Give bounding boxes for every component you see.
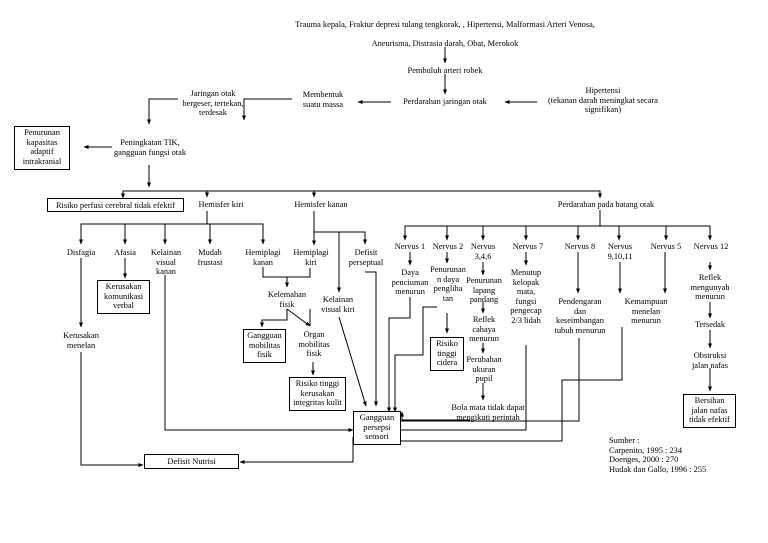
pendengaran: Pendengaran dan keseimbangan tubuh menur…	[554, 297, 606, 335]
nervus-3-4-6: Nervus 3,4,6	[470, 242, 496, 261]
jaringan-otak-bergeser: Jaringan otak bergeser, tertekan, terdes…	[182, 89, 244, 118]
perdarahan-jaringan-otak: Perdarahan jaringan otak	[403, 97, 487, 106]
bola-mata: Bola mata tidak dapat mengikuti perintah	[451, 403, 525, 422]
causes-text: Trauma kepala, Fraktur depresi tulang te…	[295, 20, 595, 48]
reflek-cahaya: Reflek cahaya menurun	[469, 315, 499, 344]
hipertensi-node: Hipertensi (tekanan darah meningkat seca…	[548, 86, 658, 115]
risiko-perfusi-box: Risiko perfusi cerebral tidak efektif	[47, 198, 184, 212]
obstruksi-jalan-nafas: Obstruksi jalan nafas	[691, 351, 729, 370]
risiko-tinggi-cidera-box: Risiko tinggi cidera	[430, 337, 464, 371]
kelemahan-fisik: Kelemahan fisik	[267, 290, 307, 309]
source-item: Doenges, 2000 : 270	[609, 455, 679, 465]
nervus-1: Nervus 1	[394, 242, 426, 251]
nervus-12: Nervus 12	[693, 242, 729, 251]
perubahan-pupil: Perubahan ukuran pupil	[466, 355, 502, 384]
nervus-9-10-11: Nervus 9,10,11	[607, 242, 633, 261]
menutup-kelopak: Menutup kelopak mata, fungsi pengecap 2/…	[510, 268, 542, 325]
perdarahan-batang-otak: Perdarahan pada batang otak	[557, 200, 655, 209]
disfagia: Disfagia	[66, 248, 96, 257]
source-item: Carpenito, 1995 : 234	[609, 445, 683, 455]
defisit-nutrisi-box: Defisit Nutrisi	[144, 454, 239, 469]
hemisfer-kiri: Hemisfer kiri	[198, 200, 244, 209]
bersihan-jalan-nafas-box: Bersihan jalan nafas tidak efektif	[683, 394, 736, 428]
pembuluh-arteri-robek: Pembuluh arteri robek	[407, 66, 483, 75]
tersedak: Tersedak	[694, 320, 726, 329]
kelainan-visual-kiri: Kelainan visual kiri	[321, 295, 355, 314]
daya-penciuman: Daya penciuman menurun	[391, 268, 429, 297]
source-item: Hudak dan Gallo, 1996 : 255	[609, 464, 707, 474]
risiko-integritas-box: Risiko tinggi kerusakan integritas kulit	[289, 377, 346, 411]
kelainan-visual-kanan: Kelainan visual kanan	[150, 248, 182, 277]
hemisfer-kanan: Hemisfer kanan	[294, 200, 348, 209]
kerusakan-menelan: Kerusakan menelan	[63, 331, 99, 350]
hemiplagi-kanan: Hemiplagi kanan	[245, 248, 281, 267]
nervus-8: Nervus 8	[564, 242, 596, 251]
peningkatan-tik: Peningkatan TIK, gangguan fungsi otak	[113, 138, 187, 157]
afasia: Afasia	[114, 248, 136, 257]
reflek-mengunyah: Reflek mengunyah menurun	[690, 273, 730, 302]
defisit-perseptual: Defisit perseptual	[348, 248, 384, 267]
kerusakan-komunikasi-box: Kerusakan komunikasi verbal	[97, 280, 150, 314]
organ-mobilitas: Organ mobilitas fisik	[298, 330, 330, 359]
membentuk-massa: Membentuk suatu massa	[302, 90, 344, 109]
gangguan-mobilitas-box: Gangguan mobilitas fisik	[243, 329, 286, 363]
sources-title: Sumber :	[609, 436, 640, 445]
kemampuan-menelan: Kemampuan menelan menurun	[624, 297, 668, 326]
hemiplagi-kiri: Hemiplagi kiri	[293, 248, 329, 267]
mudah-frustasi: Mudah frustasi	[197, 248, 223, 267]
sources-list: Sumber : Carpenito, 1995 : 234 Doenges, …	[609, 436, 749, 474]
nervus-2: Nervus 2	[432, 242, 464, 251]
gangguan-persepsi-box: Gangguan persepsi sensori	[353, 411, 401, 445]
penurunan-kapasitas-box: Penurunan kapasitas adaptif intrakranial	[14, 126, 70, 170]
nervus-5: Nervus 5	[650, 242, 682, 251]
penurunan-penglihatan: Penurunan n daya pengliha tan	[430, 265, 466, 303]
penurunan-lapang-pandang: Penurunan lapang pandang	[466, 276, 502, 305]
nervus-7: Nervus 7	[512, 242, 544, 251]
